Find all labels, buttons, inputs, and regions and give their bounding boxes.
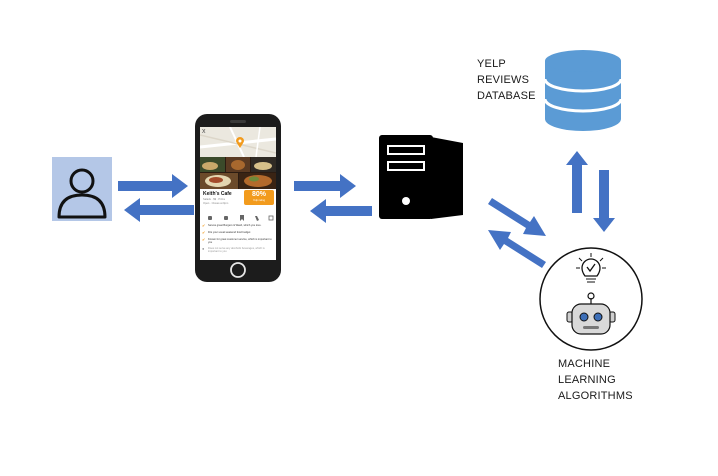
- restaurant-title: Keith's Cafe: [203, 191, 232, 197]
- feature-text: Known for great customer service, which …: [208, 238, 272, 245]
- action-row: [200, 210, 276, 221]
- check-icon: ✔: [202, 230, 206, 235]
- feature-item: ✔ Known for great customer service, whic…: [202, 237, 276, 246]
- map-pin-icon: [236, 135, 244, 153]
- arrow-server-to-ml: [488, 198, 546, 236]
- app-screen: x Keith's Cafe Salads · $$ · Pizza Open …: [200, 127, 276, 260]
- arrow-server-to-phone: [310, 199, 372, 223]
- arrow-phone-to-server: [294, 174, 356, 198]
- feature-text: Does not serve any alcoholic beverages, …: [208, 247, 265, 254]
- feature-item: ● Does not serve any alcoholic beverages…: [202, 246, 276, 255]
- user-icon: [52, 157, 112, 221]
- rating-badge-subtitle: Yelp rating: [252, 199, 266, 202]
- thumbs-down-icon[interactable]: [224, 216, 228, 220]
- arrow-ml-to-server: [488, 230, 546, 268]
- database-icon: [543, 49, 623, 135]
- feature-list: ✔ Serves great Burgers & Wash, which you…: [202, 223, 276, 255]
- database-label: YELP REVIEWS DATABASE: [477, 56, 536, 104]
- arrow-ml-to-database: [566, 151, 588, 213]
- arrow-phone-to-user: [124, 198, 194, 222]
- bookmark-icon[interactable]: [240, 215, 244, 221]
- database-label-line: DATABASE: [477, 90, 536, 102]
- ml-label-line: LEARNING: [558, 374, 616, 386]
- close-icon[interactable]: x: [202, 128, 206, 135]
- check-icon: ✔: [202, 223, 206, 228]
- phone-call-icon[interactable]: [255, 216, 259, 221]
- rating-badge: 80% Yelp rating: [244, 190, 274, 205]
- lightbulb-icon: [574, 252, 608, 288]
- feature-item: ✔ Serves great Burgers & Wash, which you…: [202, 223, 276, 230]
- check-icon: ✔: [202, 237, 206, 242]
- feature-item: ✔ Fits your usual weekend food budget: [202, 230, 276, 237]
- ml-label-line: MACHINE: [558, 358, 611, 370]
- robot-icon: [565, 292, 617, 338]
- rating-badge-value: 80%: [251, 191, 266, 198]
- arrow-user-to-phone: [118, 174, 188, 198]
- info-icon: ●: [202, 246, 205, 251]
- share-icon[interactable]: [268, 215, 274, 221]
- database-label-line: REVIEWS: [477, 74, 530, 86]
- restaurant-meta-2: Open · Closes at 9pm: [203, 202, 229, 205]
- arrow-database-to-ml: [593, 170, 615, 232]
- ml-label: MACHINE LEARNING ALGORITHMS: [558, 356, 633, 404]
- food-photos: [200, 157, 276, 189]
- ml-label-line: ALGORITHMS: [558, 390, 633, 402]
- thumbs-up-icon[interactable]: [208, 216, 212, 220]
- feature-text: Serves great Burgers & Wash, which you l…: [208, 224, 262, 227]
- server-icon: [379, 133, 465, 221]
- database-label-line: YELP: [477, 58, 506, 70]
- feature-text: Fits your usual weekend food budget: [208, 231, 251, 234]
- restaurant-meta-1: Salads · $$ · Pizza: [203, 198, 225, 201]
